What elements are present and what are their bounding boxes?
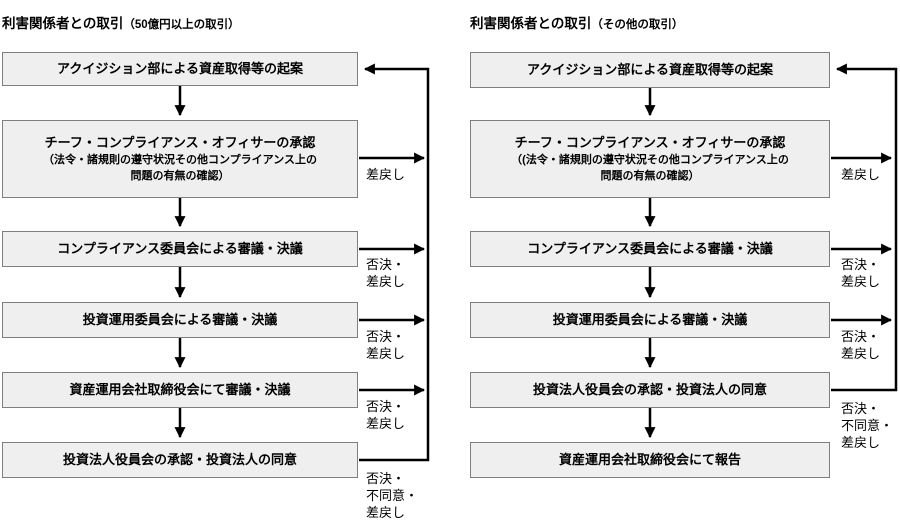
left-box-investment-committee: 投資運用委員会による審議・決議	[2, 302, 358, 338]
left-box-acquisition-draft-label: アクイジション部による資産取得等の起案	[57, 61, 303, 76]
left-chart-title: 利害関係者との取引（50億円以上の取引）	[2, 12, 240, 32]
right-box-cco-approval-sub1: （(法令・諸規則の遵守状況その他コンプライアンス上の	[511, 154, 789, 166]
left-box-inv-corp-consent-label: 投資法人役員会の承認・投資法人の同意	[62, 452, 297, 467]
right-chart-title-sub: （その他の取引）	[591, 19, 684, 31]
left-chart-title-sub: （50億円以上の取引）	[123, 19, 240, 31]
right-box-compliance-committee: コンプライアンス委員会による審議・決議	[470, 231, 830, 267]
right-box-cco-approval-label: チーフ・コンプライアンス・オフィサーの承認	[514, 135, 786, 150]
left-box-investment-committee-label: 投資運用委員会による審議・決議	[82, 312, 278, 327]
right-box-board-report: 資産運用会社取締役会にて報告	[470, 442, 830, 478]
left-box-cco-approval: チーフ・コンプライアンス・オフィサーの承認 （法令・諸規則の遵守状況その他コンプ…	[2, 120, 358, 198]
right-box-cco-approval: チーフ・コンプライアンス・オフィサーの承認 （(法令・諸規則の遵守状況その他コン…	[470, 120, 830, 198]
right-box-inv-corp-consent-label: 投資法人役員会の承認・投資法人の同意	[532, 382, 767, 397]
left-box-board-resolution-label: 資産運用会社取締役会にて審議・決議	[69, 382, 291, 397]
right-box-compliance-committee-label: コンプライアンス委員会による審議・決議	[527, 241, 773, 256]
right-box-board-report-label: 資産運用会社取締役会にて報告	[558, 452, 741, 467]
left-box-cco-approval-label: チーフ・コンプライアンス・オフィサーの承認	[44, 135, 316, 150]
left-box-compliance-committee-label: コンプライアンス委員会による審議・決議	[57, 241, 303, 256]
left-box-compliance-committee: コンプライアンス委員会による審議・決議	[2, 231, 358, 267]
right-label-reject-disagree-return: 否決・ 不同意・ 差戻し	[841, 401, 894, 450]
left-box-board-resolution: 資産運用会社取締役会にて審議・決議	[2, 372, 358, 408]
right-box-inv-corp-consent: 投資法人役員会の承認・投資法人の同意	[470, 372, 830, 408]
left-label-return-1: 差戻し	[366, 167, 406, 182]
left-label-reject-return-1: 否決・ 差戻し	[366, 257, 406, 289]
left-label-reject-return-2: 否決・ 差戻し	[366, 329, 406, 361]
left-chart-title-main: 利害関係者との取引	[2, 16, 124, 31]
right-box-investment-committee: 投資運用委員会による審議・決議	[470, 302, 830, 338]
left-label-reject-return-3: 否決・ 差戻し	[366, 399, 406, 431]
right-chart-title: 利害関係者との取引（その他の取引）	[470, 12, 683, 32]
left-label-reject-disagree-return: 否決・ 不同意・ 差戻し	[366, 471, 419, 520]
right-box-investment-committee-label: 投資運用委員会による審議・決議	[552, 312, 748, 327]
right-box-acquisition-draft-label: アクイジション部による資産取得等の起案	[527, 62, 773, 77]
left-box-cco-approval-sub2: 問題の有無の確認）	[130, 170, 230, 182]
right-chart-title-main: 利害関係者との取引	[470, 16, 592, 31]
right-label-return-1: 差戻し	[841, 167, 881, 182]
right-box-cco-approval-sub2: 問題の有無の確認）	[600, 170, 700, 182]
right-label-reject-return-2: 否決・ 差戻し	[841, 329, 881, 361]
left-box-cco-approval-sub1: （法令・諸規則の遵守状況その他コンプライアンス上の	[42, 154, 317, 166]
right-label-reject-return-1: 否決・ 差戻し	[841, 257, 881, 289]
left-box-inv-corp-consent: 投資法人役員会の承認・投資法人の同意	[2, 442, 358, 478]
left-box-acquisition-draft: アクイジション部による資産取得等の起案	[2, 52, 358, 86]
right-box-acquisition-draft: アクイジション部による資産取得等の起案	[470, 52, 830, 88]
